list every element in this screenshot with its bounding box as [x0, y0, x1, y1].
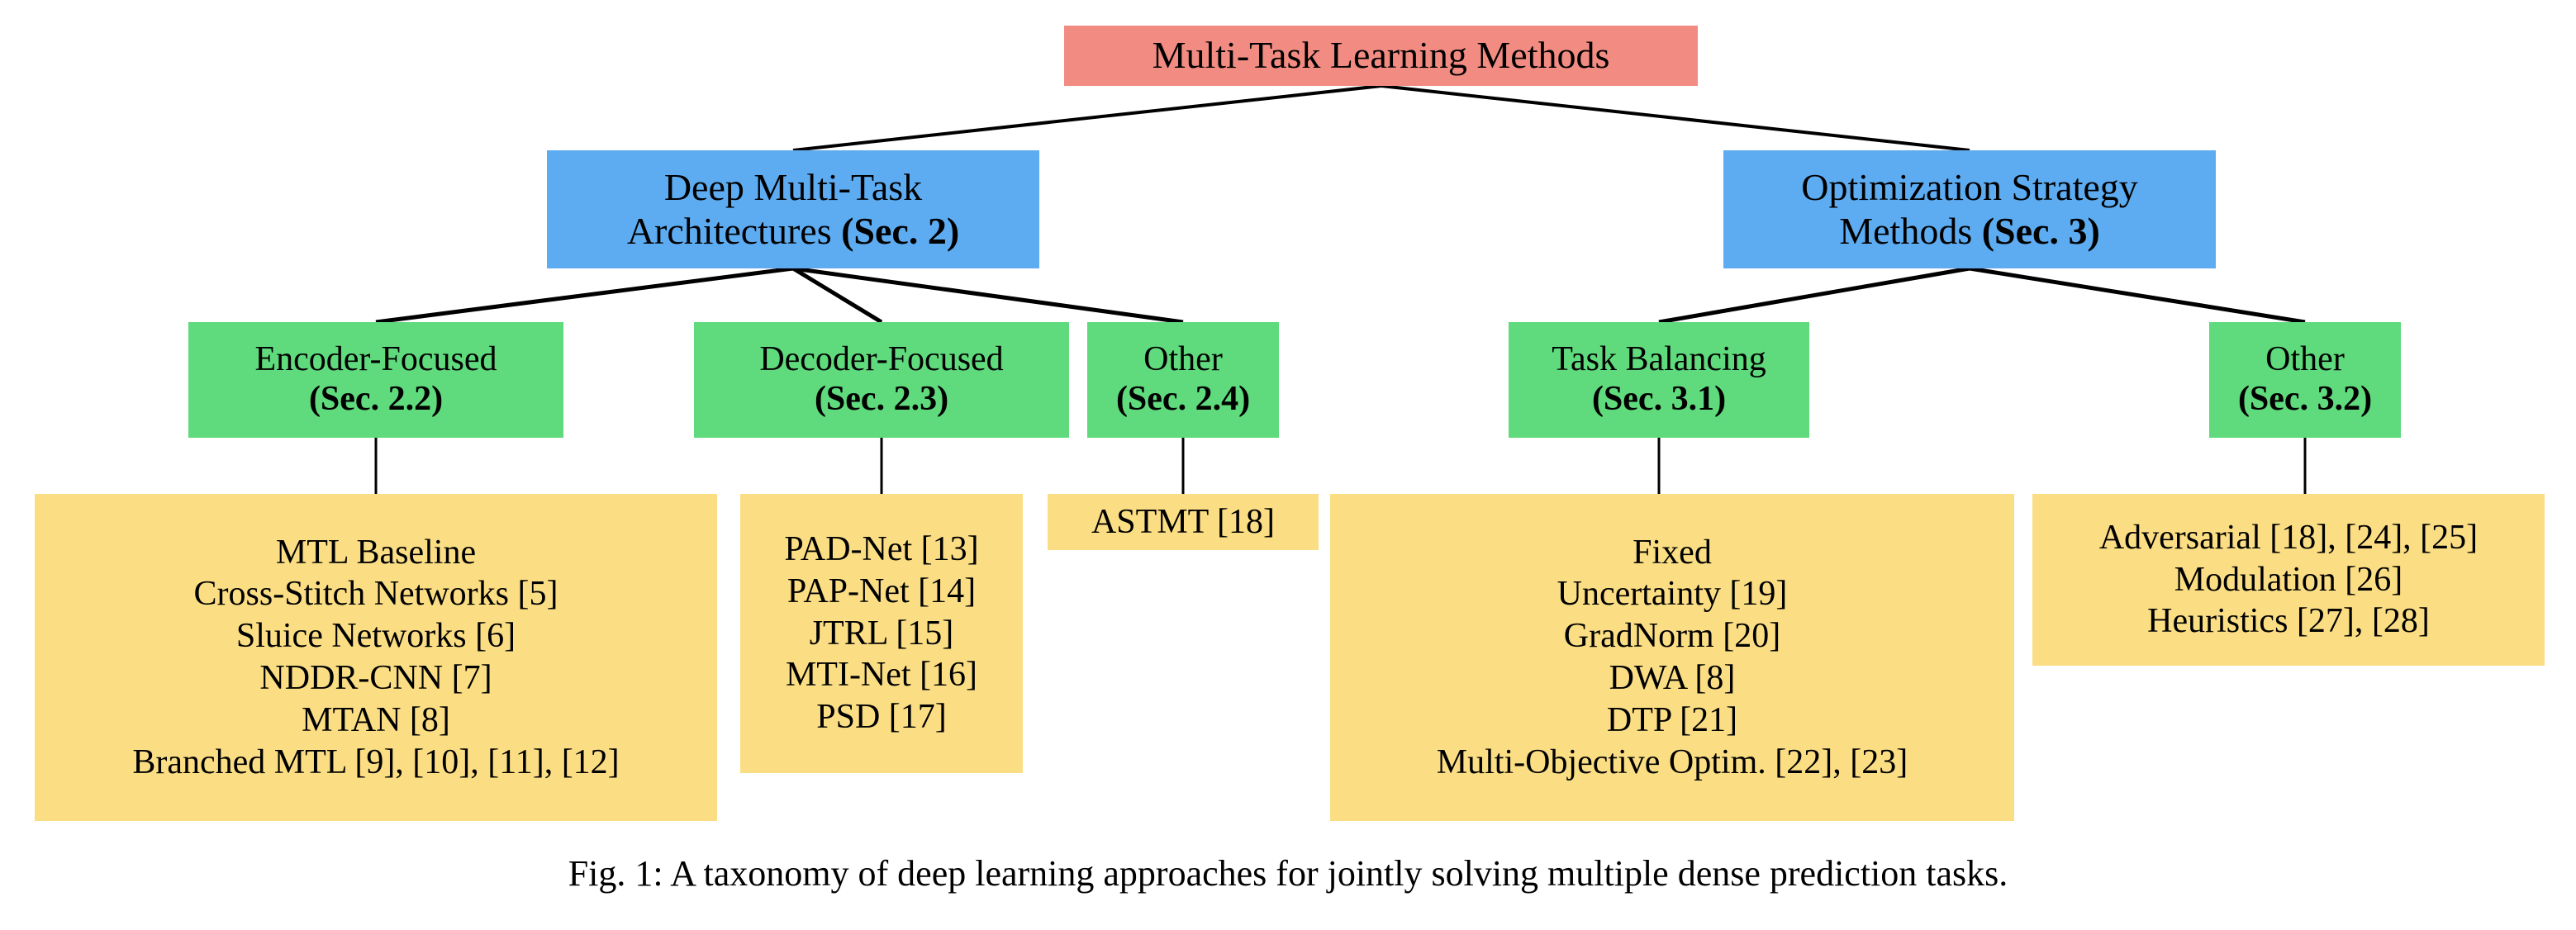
node-decoder-focused-section: (Sec. 2.3) — [814, 380, 949, 418]
list-item: PAP-Net [14] — [787, 572, 977, 610]
list-item: ASTMT [18] — [1091, 502, 1276, 541]
list-item: Sluice Networks [6] — [235, 617, 516, 656]
node-other-sec24-title: Other — [1143, 340, 1223, 379]
node-other-sec32-title: Other — [2265, 340, 2345, 379]
list-item: Fixed — [1633, 533, 1712, 572]
list-item: Multi-Objective Optim. [22], [23] — [1436, 743, 1908, 781]
node-decoder-focused-title: Decoder-Focused — [759, 340, 1004, 379]
node-deep-multi-task-architectures[interactable]: Deep Multi-Task Architectures (Sec. 2) — [547, 150, 1039, 268]
list-item: DTP [21] — [1606, 700, 1738, 739]
list-item: Adversarial [18], [24], [25] — [2098, 518, 2479, 557]
node-deep-architectures-subtitle: Architectures — [626, 209, 832, 252]
node-task-balancing-title: Task Balancing — [1552, 340, 1766, 379]
node-other-sec32-section: (Sec. 3.2) — [2237, 380, 2373, 418]
list-item: MTL Baseline — [275, 533, 477, 572]
node-encoder-focused-section: (Sec. 2.2) — [308, 380, 444, 418]
list-item: Modulation [26] — [2174, 560, 2403, 599]
node-root-label: Multi-Task Learning Methods — [1152, 34, 1610, 77]
list-item: JTRL [15] — [809, 614, 954, 652]
leaf-other-sec24-methods[interactable]: ASTMT [18] — [1048, 494, 1319, 550]
edge-optimization-to-other-sec32 — [1969, 266, 2306, 325]
leaf-decoder-focused-methods[interactable]: PAD-Net [13] PAP-Net [14] JTRL [15] MTI-… — [740, 494, 1023, 773]
node-optimization-strategy-subtitle: Methods — [1839, 209, 1973, 252]
node-other-sec32[interactable]: Other (Sec. 3.2) — [2209, 322, 2401, 438]
list-item: PAD-Net [13] — [784, 529, 979, 568]
node-encoder-focused[interactable]: Encoder-Focused (Sec. 2.2) — [188, 322, 563, 438]
edge-deep-to-decoder-focused — [791, 266, 883, 325]
edge-root-to-deep-architectures — [792, 84, 1382, 152]
list-item: PSD [17] — [816, 698, 947, 737]
node-optimization-strategy-section: (Sec. 3) — [1981, 209, 2100, 252]
list-item: NDDR-CNN [7] — [259, 659, 492, 697]
node-optimization-strategy-title-line1: Optimization Strategy — [1801, 166, 2138, 209]
node-root-multi-task-learning-methods[interactable]: Multi-Task Learning Methods — [1064, 26, 1698, 86]
list-item: Cross-Stitch Networks [5] — [193, 575, 558, 614]
leaf-task-balancing-methods[interactable]: Fixed Uncertainty [19] GradNorm [20] DWA… — [1330, 494, 2014, 821]
node-task-balancing[interactable]: Task Balancing (Sec. 3.1) — [1509, 322, 1809, 438]
list-item: MTAN [8] — [302, 700, 450, 739]
list-item: Branched MTL [9], [10], [11], [12] — [132, 743, 620, 781]
node-deep-architectures-title-line2: Architectures (Sec. 2) — [627, 210, 959, 253]
leaf-encoder-focused-methods[interactable]: MTL Baseline Cross-Stitch Networks [5] S… — [35, 494, 717, 821]
node-encoder-focused-title: Encoder-Focused — [254, 340, 497, 379]
list-item: Heuristics [27], [28] — [2147, 602, 2430, 641]
edge-deep-to-encoder-focused — [375, 266, 794, 325]
list-item: GradNorm [20] — [1563, 617, 1781, 656]
node-deep-architectures-title-line1: Deep Multi-Task — [663, 166, 923, 209]
node-other-sec24[interactable]: Other (Sec. 2.4) — [1087, 322, 1279, 438]
list-item: MTI-Net [16] — [785, 656, 978, 695]
list-item: DWA [8] — [1609, 659, 1736, 697]
leaf-other-sec32-methods[interactable]: Adversarial [18], [24], [25] Modulation … — [2032, 494, 2545, 666]
edge-deep-to-other-sec24 — [792, 266, 1184, 325]
node-other-sec24-section: (Sec. 2.4) — [1115, 380, 1251, 418]
edge-optimization-to-task-balancing — [1658, 266, 1970, 325]
node-optimization-strategy-methods[interactable]: Optimization Strategy Methods (Sec. 3) — [1723, 150, 2216, 268]
figure-caption: Fig. 1: A taxonomy of deep learning appr… — [568, 853, 2008, 894]
node-deep-architectures-section: (Sec. 2) — [841, 209, 960, 252]
node-optimization-strategy-title-line2: Methods (Sec. 3) — [1839, 210, 2100, 253]
node-decoder-focused[interactable]: Decoder-Focused (Sec. 2.3) — [694, 322, 1069, 438]
edge-root-to-optimization-strategy — [1381, 84, 1970, 152]
list-item: Uncertainty [19] — [1557, 575, 1788, 614]
node-task-balancing-section: (Sec. 3.1) — [1591, 380, 1727, 418]
